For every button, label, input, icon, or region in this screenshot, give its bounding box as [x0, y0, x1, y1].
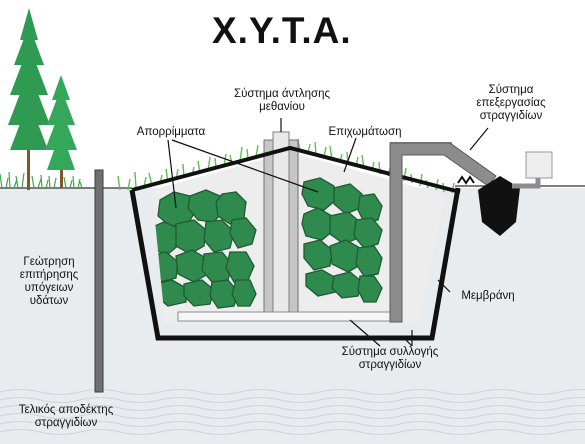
methane-pipe-inner	[272, 131, 290, 313]
label-final-receiver: Τελικός αποδέκτης στραγγιδίων	[18, 404, 114, 429]
label-methane-system: Σύστημα άντλησης μεθανίου	[233, 88, 331, 113]
tree-left-short	[45, 75, 77, 188]
leachate-collection-drain	[177, 311, 399, 322]
tree-left-tall	[8, 8, 50, 190]
waste-pile-right	[301, 177, 383, 303]
treatment-connector	[512, 178, 541, 189]
leachate-pipe-elbow	[389, 142, 497, 323]
liner-membrane	[129, 187, 461, 341]
callout-lines	[167, 118, 489, 347]
label-collection-system: Σύστημα συλλογής στραγγιδίων	[341, 346, 439, 371]
grass-left	[0, 171, 83, 189]
pipe-valve	[457, 175, 475, 185]
diagram-title: Χ.Υ.Τ.Α.	[212, 10, 352, 51]
treatment-tank	[478, 176, 520, 236]
cap-cover-line	[131, 145, 461, 194]
treatment-unit-box	[525, 151, 553, 179]
label-treatment-system: Σύστημα επεξεργασίας στραγγιδίων	[476, 84, 546, 122]
label-waste: Απορρίμματα	[136, 126, 206, 138]
label-membrane: Μεμβράνη	[461, 290, 515, 302]
label-cover: Επιχωμάτωση	[328, 126, 402, 138]
label-borehole: Γεώτρηση επιτήρησης υπόγειων υδάτων	[19, 256, 79, 307]
monitoring-borehole-pipe	[94, 169, 104, 393]
